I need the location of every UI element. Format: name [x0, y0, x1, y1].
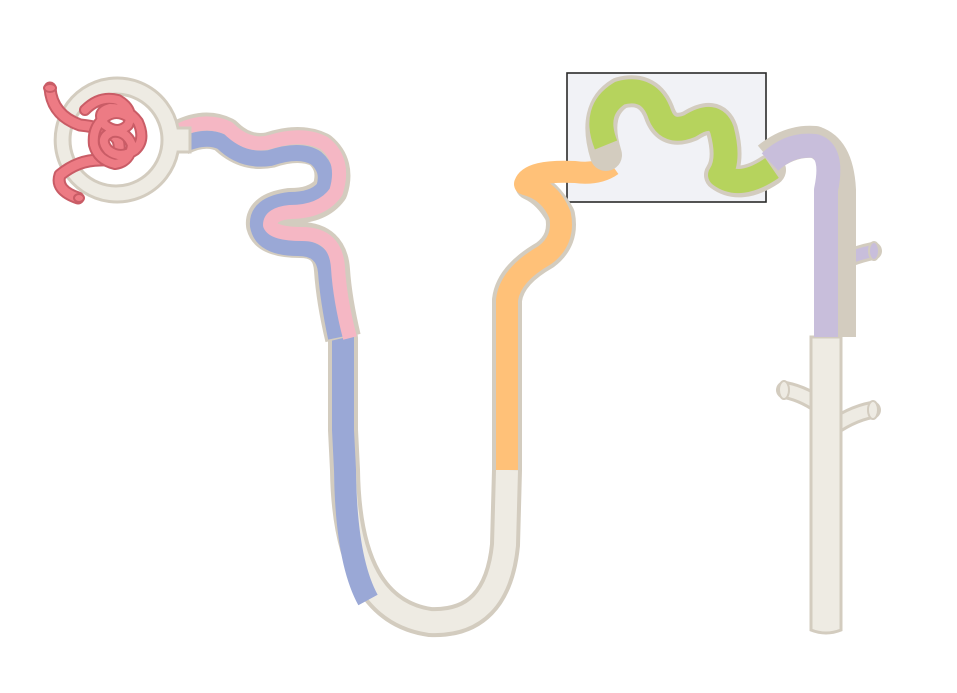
- descending-limb: [332, 336, 378, 606]
- loop-outline: [328, 170, 576, 638]
- collecting-duct-trunk: [809, 335, 843, 635]
- glomerulus: [43, 81, 148, 205]
- connecting-tubule: [761, 133, 841, 337]
- distal-convoluted-tubule: [589, 79, 779, 194]
- pct-blue: [176, 130, 344, 340]
- ascending-limb: [496, 155, 619, 470]
- proximal-convoluted-tubule: [176, 116, 357, 340]
